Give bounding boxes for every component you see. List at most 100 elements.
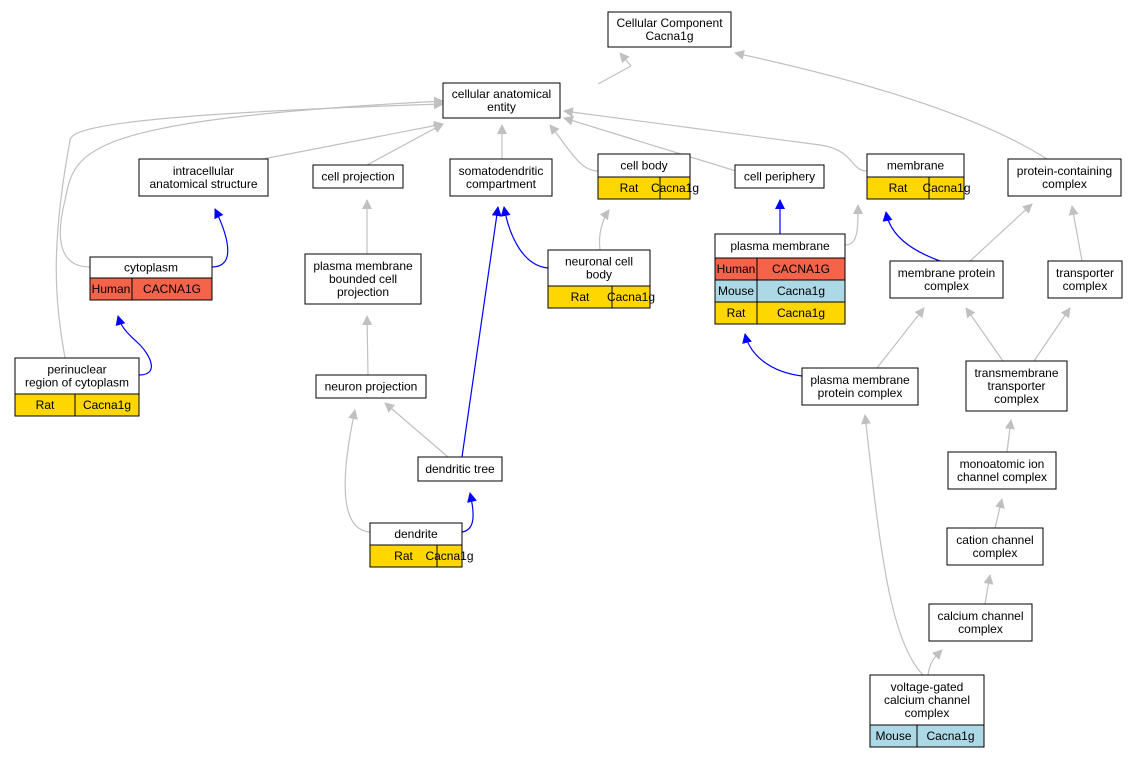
species-cell: Rat — [36, 398, 55, 412]
species-cell: Rat — [571, 290, 590, 304]
edge-dtree-to-np-is-a — [384, 402, 449, 458]
gene-cell-bg — [916, 724, 985, 748]
node-label-line: complex — [973, 546, 1018, 560]
edge-cyto-to-ias-part-of — [211, 208, 229, 268]
species-cell: Human — [92, 282, 131, 296]
node-dtree[interactable]: dendritic tree — [417, 456, 503, 482]
node-label-line: cytoplasm — [124, 261, 178, 275]
edge-np-to-pmbcp-is-a — [362, 315, 373, 376]
gene-cell: Cacna1g — [83, 398, 131, 412]
node-box — [965, 360, 1068, 412]
gene-cell-bg — [659, 176, 691, 200]
node-box — [312, 164, 404, 189]
node-label-line: complex — [1042, 177, 1087, 191]
node-label-line: plasma membrane — [313, 259, 413, 273]
node-box — [947, 451, 1057, 490]
node-box — [889, 260, 1004, 299]
node-label-line: anatomical structure — [149, 177, 257, 191]
gene-cell-bg — [611, 285, 651, 309]
node-box — [607, 11, 732, 48]
node-label-line: dendrite — [394, 527, 438, 541]
node-box — [1047, 260, 1123, 299]
edge-ttc-to-tc-is-a — [1033, 307, 1071, 362]
edge-ncb-to-sdc-part-of — [500, 206, 549, 269]
node-label-line: protein complex — [818, 386, 903, 400]
gene-cell-bg — [928, 176, 965, 200]
node-cper[interactable]: cell periphery — [734, 164, 825, 189]
node-label-line: complex — [924, 279, 969, 293]
node-label-line: complex — [958, 622, 1003, 636]
gene-cell: CACNA1G — [143, 282, 201, 296]
node-box — [1007, 158, 1122, 197]
gene-cell: Cacna1g — [777, 284, 825, 298]
node-box — [14, 357, 140, 395]
node-label-line: bounded cell — [329, 272, 397, 286]
node-label-line: plasma membrane — [730, 239, 830, 253]
node-label-line: Cellular Component — [616, 16, 723, 30]
node-box — [304, 253, 422, 305]
node-label-line: voltage-gated — [891, 680, 964, 694]
node-label-line: membrane protein — [898, 266, 995, 280]
species-cell: Human — [717, 262, 756, 276]
edge-layer — [55, 50, 1083, 676]
species-cell: Rat — [727, 306, 746, 320]
gene-cell: Cacna1g — [777, 306, 825, 320]
node-label-line: channel complex — [957, 470, 1047, 484]
node-label-line: complex — [1063, 279, 1108, 293]
gene-cell: Cacna1g — [425, 549, 473, 563]
node-label-line: calcium channel — [937, 609, 1023, 623]
edge-prc-to-cae-is-a — [55, 99, 444, 359]
node-np[interactable]: neuron projection — [315, 374, 427, 399]
node-label-line: cation channel — [956, 533, 1033, 547]
edge-dtree-to-sdc-part-of — [461, 206, 502, 458]
node-label-line: intracellular — [173, 164, 234, 178]
node-label-line: cell projection — [321, 170, 394, 184]
edge-dend-to-np-is-a — [344, 409, 371, 533]
gene-cell: Cacna1g — [651, 181, 699, 195]
node-label-line: perinuclear — [47, 363, 106, 377]
edge-vgcc-to-pmpc-is-a — [861, 414, 924, 676]
node-box — [928, 603, 1033, 642]
node-label-line: monoatomic ion — [960, 457, 1045, 471]
node-box — [547, 249, 651, 287]
node-label-line: transporter — [1056, 266, 1114, 280]
edge-ccc-to-micc-is-a — [994, 498, 1005, 529]
node-label-line: somatodendritic — [459, 164, 544, 178]
node-box — [442, 82, 561, 119]
edge-vgcc-to-cacc-is-a — [927, 649, 943, 676]
node-box — [449, 158, 553, 197]
edge-prc-to-cyto-part-of — [115, 315, 152, 376]
species-cell: Rat — [394, 549, 413, 563]
edge-memb-to-cae-is-a — [563, 107, 868, 172]
gene-cell: Cacna1g — [607, 290, 655, 304]
node-cproj[interactable]: cell projection — [312, 164, 404, 189]
gene-cell-bg — [74, 393, 140, 417]
node-label-line: complex — [905, 706, 950, 720]
node-label-line: region of cytoplasm — [25, 376, 129, 390]
edge-pmpc-to-pm-part-of — [742, 333, 803, 377]
edge-cacc-to-ccc-is-a — [983, 574, 994, 605]
edge-cae-to-root-is-a — [619, 52, 632, 67]
